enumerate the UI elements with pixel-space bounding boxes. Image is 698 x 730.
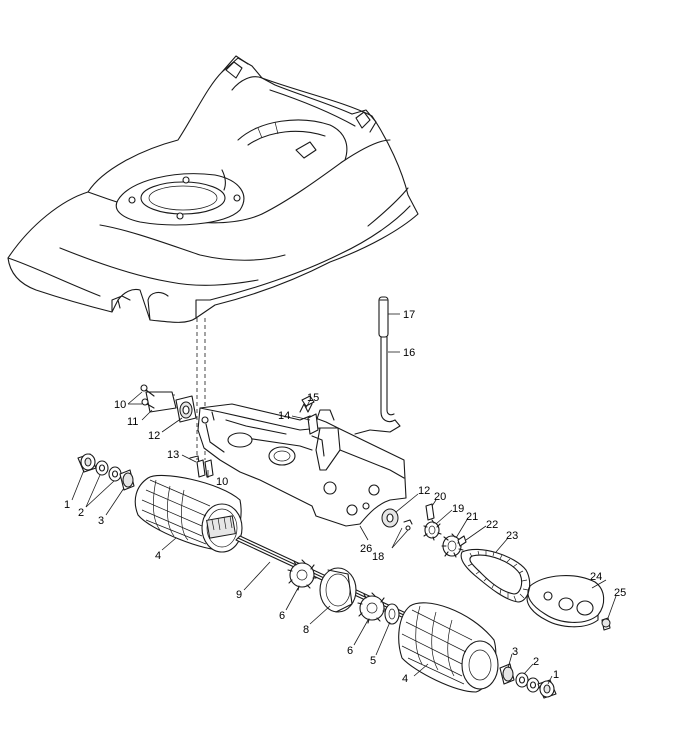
callout-3-left: 3 [98, 515, 104, 527]
callout-25: 25 [614, 587, 626, 599]
callout-9: 9 [236, 589, 242, 601]
height-adjust-lever [354, 296, 401, 435]
callout-6-first: 6 [279, 610, 285, 622]
left-hub-hardware [77, 453, 135, 491]
callout-1-right: 1 [553, 669, 559, 681]
front-bracket-parts [140, 384, 197, 423]
callout-11: 11 [127, 416, 138, 428]
callout-labels: 1 2 3 4 5 6 6 8 9 10 10 11 12 12 13 14 1… [64, 309, 626, 685]
callout-10-bottom: 10 [216, 476, 228, 488]
callout-17: 17 [403, 309, 415, 321]
callout-20: 20 [434, 491, 446, 503]
mower-deck-housing [7, 55, 419, 323]
lever-knob [378, 296, 389, 338]
callout-12-front: 12 [148, 430, 160, 442]
callout-1-left: 1 [64, 499, 70, 511]
callout-13: 13 [167, 449, 179, 461]
gear-19 [424, 521, 440, 539]
callout-8: 8 [303, 624, 309, 636]
drive-chain-23 [460, 548, 531, 603]
washer-5 [384, 603, 400, 625]
callout-10-top: 10 [114, 399, 126, 411]
callout-2-left: 2 [78, 507, 84, 519]
callout-4-left: 4 [155, 550, 161, 562]
left-roller [134, 474, 243, 553]
pin-20 [425, 503, 435, 521]
callout-18: 18 [372, 551, 384, 563]
callout-24: 24 [590, 571, 602, 583]
callout-4-right: 4 [402, 673, 408, 685]
callout-3-right: 3 [512, 646, 518, 658]
clutch-drum-8 [319, 567, 357, 613]
clip-22 [457, 535, 467, 547]
screw-25 [601, 617, 611, 631]
callout-12-gearbox: 12 [418, 485, 430, 497]
callout-26: 26 [360, 543, 372, 555]
callout-16: 16 [403, 347, 415, 359]
callout-14: 14 [278, 410, 290, 422]
right-hub-hardware [499, 663, 557, 699]
callout-6-second: 6 [347, 645, 353, 657]
screws-13 [189, 455, 214, 478]
sprocket-6b [357, 592, 387, 624]
plate-11 [145, 391, 177, 413]
callout-23: 23 [506, 530, 518, 542]
screw-10a [140, 384, 148, 392]
callout-2-right: 2 [533, 656, 539, 668]
callout-22: 22 [486, 519, 498, 531]
gearbox-parts [381, 503, 467, 558]
callout-15: 15 [307, 392, 319, 404]
chain-cover-24 [526, 575, 605, 628]
rear-axle-bracket [197, 403, 407, 527]
right-roller [398, 602, 499, 693]
callout-5: 5 [370, 655, 376, 667]
sprocket-6a [287, 559, 317, 591]
leader-lines [71, 313, 617, 685]
callout-21: 21 [466, 511, 478, 523]
callout-19: 19 [452, 503, 464, 515]
